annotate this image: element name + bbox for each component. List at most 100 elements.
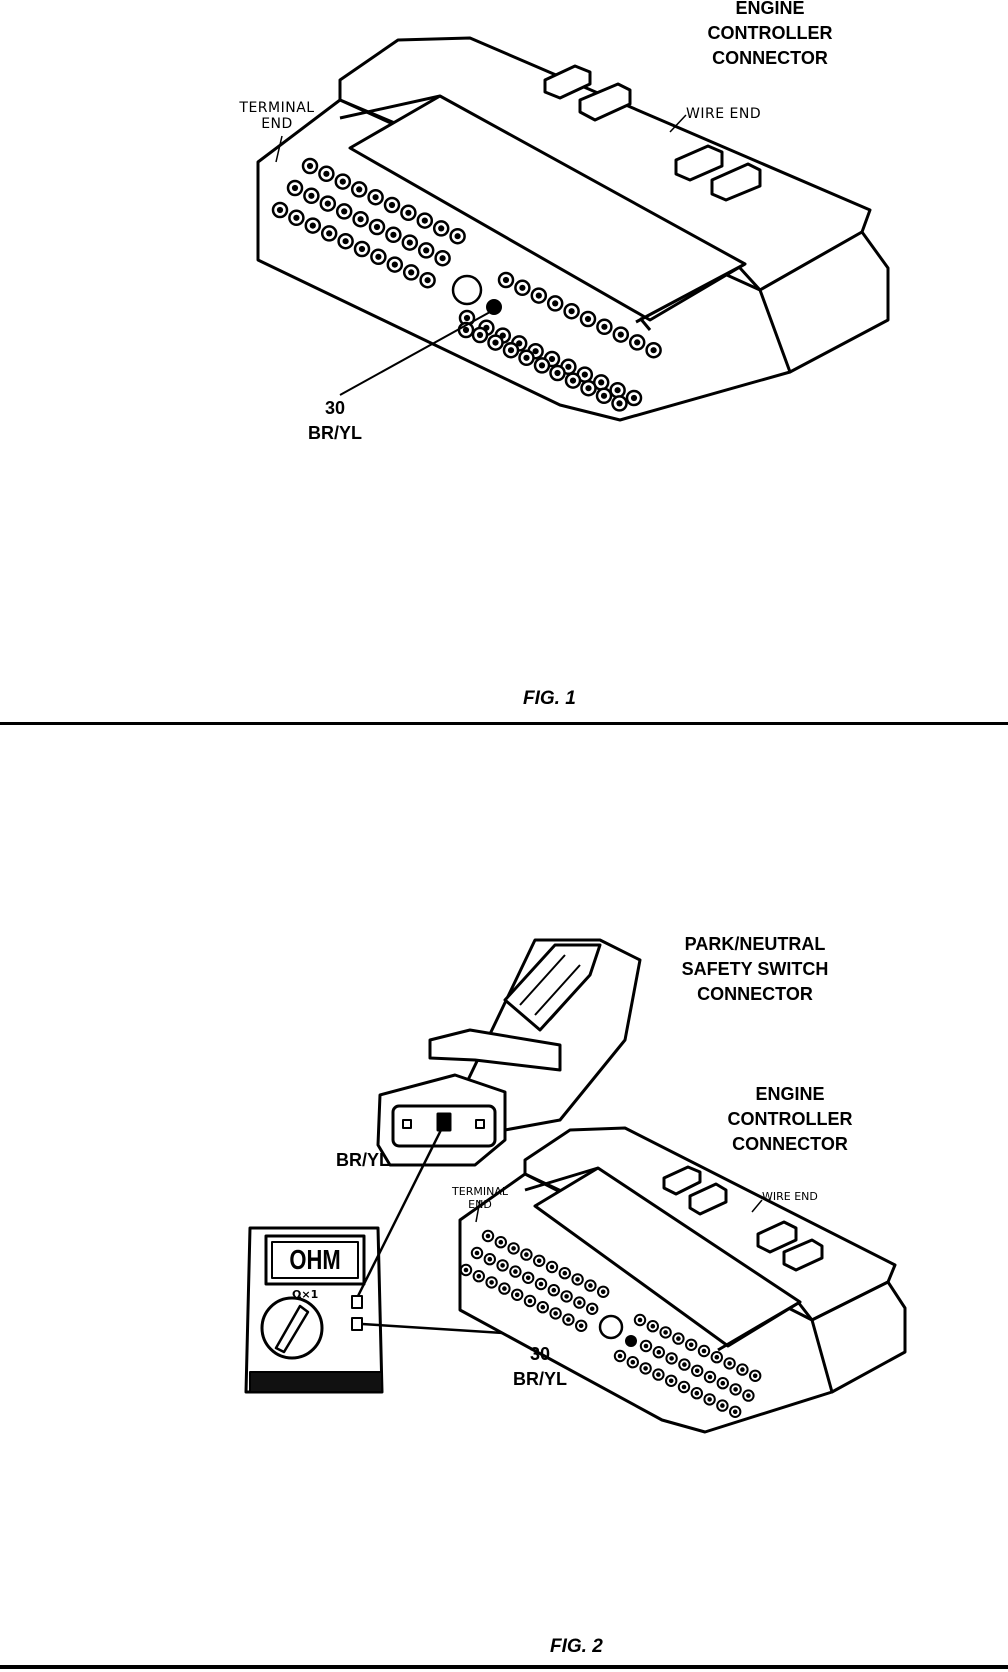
connector-pin-socket [617,1353,623,1359]
fig2-polarizing-hole [598,1314,624,1340]
fig2-terminal-end-line2: END [468,1198,492,1211]
fig1-pin30-label: 30 BR/YL [290,396,380,446]
connector-pin-socket [688,1342,694,1348]
connector-pin-socket [549,1264,555,1270]
fig2-pin-number: 30 [529,1344,551,1364]
connector-pin-socket [308,192,315,199]
connector-pin-socket [421,217,428,224]
connector-pin-socket [523,354,530,361]
connector-pin-socket [548,355,556,363]
fig2-ohmmeter-jack-lower [351,1317,363,1331]
fig1-pin-grid [271,157,662,412]
connector-pin-socket [694,1368,700,1374]
fig2-latch-tab [662,1165,702,1196]
connector-pin-socket [600,392,608,399]
fig2-terminal-end-line1: TERMINAL [452,1185,508,1198]
connector-pin-socket [681,1384,687,1390]
connector-pin-socket [324,200,331,207]
fig1-latch-tab [674,144,724,182]
connector-pin-socket [532,348,539,355]
connector-pin-socket [276,206,284,214]
connector-pin-socket [293,214,300,221]
fig2-pin-grid [459,1229,762,1419]
connector-pin-socket [656,1349,662,1355]
connector-pin-socket [535,292,542,299]
connector-pin-socket [342,238,349,245]
connector-pin-socket [616,400,623,407]
connector-pin-socket [439,255,446,262]
connector-pin-socket [487,1256,493,1262]
connector-pin-socket [650,347,657,354]
connector-pin-socket [519,284,526,291]
connector-pin-socket [568,308,575,315]
connector-pin-socket [485,1233,491,1239]
fig1-drawing [256,36,890,422]
fig2-engine-controller-line2: CONTROLLER [727,1109,853,1129]
connector-pin-socket [356,186,363,193]
fig2-latch-tab [782,1238,824,1272]
connector-pin-socket [341,208,348,215]
connector-pin-socket [323,170,330,177]
connector-pin-socket [634,339,641,346]
fig1-engine-controller-line2: CONTROLLER [707,23,833,43]
connector-pin-socket [454,233,461,240]
connector-pin-socket [746,1393,751,1398]
fig2-wire-end-label: WIRE END [762,1190,818,1203]
connector-pin-socket [682,1362,687,1367]
connector-pin-socket [538,362,546,369]
connector-pin-socket [614,387,621,394]
connector-pin-socket [513,1269,518,1274]
fig2-switch-connector-body [466,938,642,1132]
connector-pin-socket [502,1286,507,1291]
fig1-latch-tab [578,82,632,122]
connector-pin-socket [391,261,398,268]
connector-pin-socket [551,1287,557,1293]
connector-pin-socket [585,385,592,392]
connector-pin-socket [502,276,510,284]
fig2-ohmmeter-range-label: Ω×1 [292,1288,319,1301]
connector-pin-socket [405,209,412,216]
fig2-park-neutral-line1: PARK/NEUTRAL [684,934,826,954]
connector-pin-socket [740,1367,745,1372]
connector-pin-socket [569,377,577,384]
connector-pin-socket [601,323,608,330]
connector-pin-socket [476,1273,482,1279]
fig1-wire-end-leader [669,114,687,133]
connector-pin-socket [514,1292,520,1298]
connector-pin-socket [372,194,379,201]
connector-pin-socket [326,230,333,237]
connector-pin-socket [424,277,431,284]
section-divider [0,722,1008,725]
fig2-latch-tab [688,1182,728,1216]
connector-pin-socket [578,1323,584,1329]
fig2-wire-end-leader [751,1199,763,1213]
connector-pin-socket [630,394,638,402]
fig1-terminal-end-line1: TERMINAL [239,100,315,116]
connector-pin-socket [600,1289,606,1295]
connector-pin-socket [714,1354,720,1360]
connector-pin-socket [643,1366,648,1371]
connector-pin-socket [498,1239,504,1245]
connector-pin-socket [617,331,624,338]
fig2-terminal-end-leader [475,1199,481,1223]
fig2-pin30-label: 30 BR/YL [500,1342,580,1392]
fig1-wire-end-label: WIRE END [686,106,762,122]
connector-pin-socket [720,1403,725,1408]
connector-pin-socket [438,225,445,232]
connector-pin-socket [373,223,381,231]
fig2-ohmmeter [244,1226,384,1394]
connector-pin-socket [511,1246,516,1251]
fig2-terminal-end-label: TERMINAL END [440,1185,520,1211]
connector-pin-socket [489,1280,494,1285]
connector-pin-socket [408,269,415,276]
connector-pin-socket [524,1252,529,1257]
fig2-switch-wire-label: BR/YL [336,1150,390,1170]
connector-pin-socket [291,184,299,192]
connector-pin-socket [752,1373,758,1379]
fig2-ohmmeter-display-text: OHM [289,1243,341,1275]
connector-pin-socket [656,1372,661,1377]
connector-pin-socket [463,1267,469,1273]
connector-pin-socket [589,1306,595,1312]
connector-pin-socket [536,1258,542,1264]
